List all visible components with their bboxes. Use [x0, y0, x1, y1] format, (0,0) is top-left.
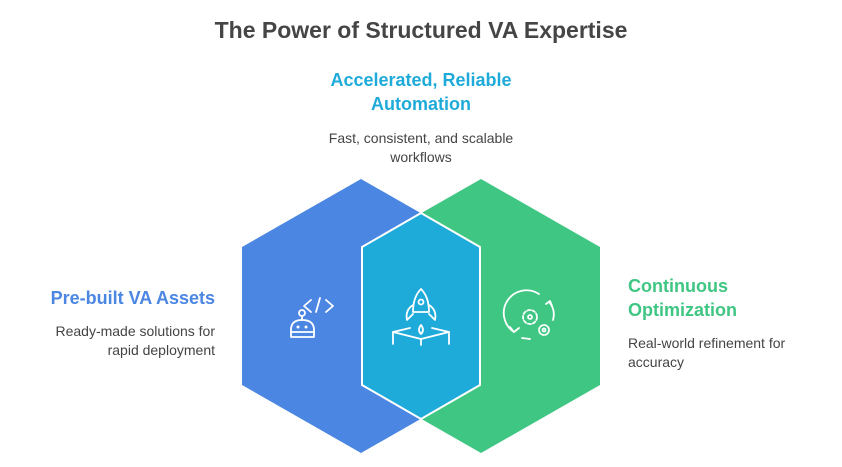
rocket-launch-icon — [392, 288, 450, 346]
right-description: Real-world refinement for accuracy — [628, 334, 785, 372]
top-desc-line1: Fast, consistent, and scalable — [328, 130, 514, 146]
right-desc-line1: Real-world refinement for — [628, 335, 786, 351]
robot-code-icon — [290, 297, 334, 338]
right-heading: Continuous Optimization — [628, 274, 737, 322]
top-desc-line2: workflows — [390, 149, 452, 165]
gears-cycle-icon — [502, 289, 555, 340]
top-heading-line1: Accelerated, Reliable — [330, 70, 512, 90]
hexagon-accelerated-automation — [361, 211, 481, 421]
left-description: Ready-made solutions for rapid deploymen… — [55, 322, 215, 360]
left-desc-line1: Ready-made solutions for — [55, 323, 215, 339]
right-desc-line2: accuracy — [628, 354, 685, 370]
diagram-title: The Power of Structured VA Expertise — [214, 17, 628, 43]
right-heading-line2: Optimization — [628, 300, 737, 320]
top-heading-line2: Automation — [371, 94, 471, 114]
right-heading-line1: Continuous — [628, 276, 728, 296]
top-description: Fast, consistent, and scalable workflows — [271, 129, 571, 167]
left-desc-line2: rapid deployment — [107, 342, 215, 358]
top-heading: Accelerated, Reliable Automation — [271, 68, 571, 116]
left-heading: Pre-built VA Assets — [50, 288, 215, 308]
